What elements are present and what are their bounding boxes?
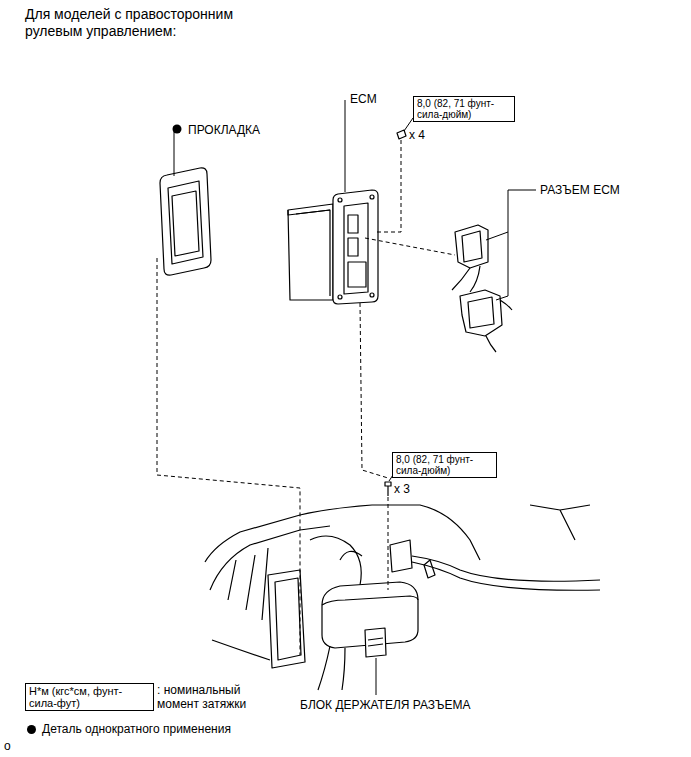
- relay-bracket: [390, 540, 412, 572]
- footnote-mark: o: [4, 739, 11, 753]
- ecm-mount-recess: [268, 570, 305, 668]
- assembly-line: [360, 303, 388, 478]
- torque-box: 8,0 (82, 71 фунт-сила-дюйм): [392, 452, 497, 478]
- torque-box: 8,0 (82, 71 фунт-сила-дюйм): [413, 96, 515, 122]
- part-name: ПРОКЛАДКА: [188, 123, 260, 137]
- legend-text: : номинальный момент затяжки: [157, 683, 267, 711]
- assembly-line: [388, 497, 389, 590]
- ecm-flange: [333, 190, 378, 304]
- assembly-line: [365, 238, 455, 255]
- page-title: Для моделей с правосторонним рулевым упр…: [25, 6, 275, 40]
- bolt: [385, 482, 391, 496]
- legend-torque-box: Н*м (кгс*см, фунт-сила-фут): [25, 683, 154, 711]
- leader-line: [486, 190, 536, 300]
- bolt: [397, 130, 406, 139]
- torque-value: 8,0 (82, 71 фунт-сила-дюйм): [417, 98, 511, 120]
- legend-text: Деталь однократного применения: [42, 722, 231, 736]
- torque-value: 8,0 (82, 71 фунт-сила-дюйм): [396, 454, 493, 476]
- quantity: x 3: [394, 482, 410, 496]
- ecm-connector: [460, 290, 502, 336]
- torque-value: Н*м (кгс*см, фунт-сила-фут): [29, 685, 150, 709]
- gasket: [160, 168, 211, 275]
- assembly-line: [157, 258, 300, 655]
- ecm-connector: [455, 225, 488, 268]
- dash-panel: [205, 505, 480, 562]
- leader-line: [345, 100, 346, 192]
- part-name: ECM: [350, 92, 377, 106]
- quantity: x 4: [409, 128, 425, 142]
- part-name: БЛОК ДЕРЖАТЕЛЯ РАЗЪЕМА: [300, 698, 471, 712]
- legend-swatch: [27, 725, 36, 734]
- gasket-inner: [168, 181, 203, 264]
- single-use-dot: [173, 125, 182, 134]
- leader-line: [174, 126, 175, 176]
- leader-line: [376, 658, 377, 695]
- part-name: РАЗЪЕМ ECM: [540, 183, 620, 197]
- assembly-line: [374, 140, 401, 232]
- ecm-body: [288, 204, 333, 300]
